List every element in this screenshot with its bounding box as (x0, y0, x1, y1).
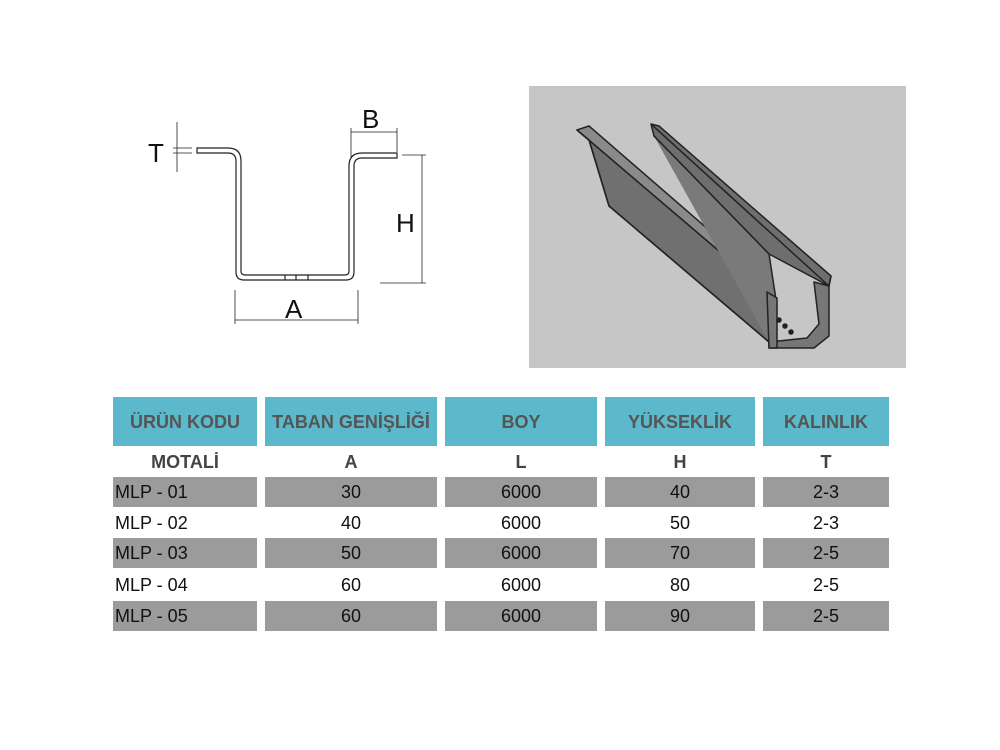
table-cell: 6000 (500, 512, 542, 533)
table-cell: MLP - 03 (113, 538, 257, 568)
table-cell: 60 (265, 601, 437, 631)
profile-cross-section-drawing: T B H A (148, 104, 426, 324)
subheader-h: H (673, 451, 687, 472)
table-cell: 6000 (445, 601, 597, 631)
header-boy: BOY (445, 397, 597, 446)
subheader-l: L (515, 451, 527, 472)
subheader-t: T (820, 451, 832, 472)
table-cell: MLP - 02 (115, 512, 188, 533)
table-cell: 6000 (445, 477, 597, 507)
table-cell: 2-3 (812, 512, 839, 533)
table-cell: 2-5 (763, 601, 889, 631)
subheader-model: MOTALİ (151, 451, 219, 472)
profile-3d-render (529, 86, 906, 368)
header-kalinlik: KALINLIK (763, 397, 889, 446)
dimension-label-t: T (148, 138, 164, 168)
table-cell: 2-5 (812, 574, 839, 595)
table-cell: 6000 (445, 538, 597, 568)
table-cell: 40 (605, 477, 755, 507)
table-cell: 60 (340, 574, 362, 595)
header-urun-kodu: ÜRÜN KODU (113, 397, 257, 446)
table-cell: 50 (669, 512, 691, 533)
table-cell: 40 (340, 512, 362, 533)
table-cell: MLP - 04 (115, 574, 188, 595)
table-cell: 80 (669, 574, 691, 595)
table-cell: 6000 (500, 574, 542, 595)
table-cell: 50 (265, 538, 437, 568)
subheader-a: A (344, 451, 358, 472)
table-cell: 30 (265, 477, 437, 507)
table-cell: MLP - 01 (113, 477, 257, 507)
table-cell: 2-3 (763, 477, 889, 507)
dimension-label-h: H (396, 208, 415, 238)
table-cell: 2-5 (763, 538, 889, 568)
table-cell: MLP - 05 (113, 601, 257, 631)
header-taban-genisligi: TABAN GENİŞLİĞİ (265, 397, 437, 446)
dimension-label-a: A (285, 294, 303, 324)
table-cell: 90 (605, 601, 755, 631)
table-cell: 70 (605, 538, 755, 568)
dimension-label-b: B (362, 104, 379, 134)
header-yukseklik: YÜKSEKLİK (605, 397, 755, 446)
